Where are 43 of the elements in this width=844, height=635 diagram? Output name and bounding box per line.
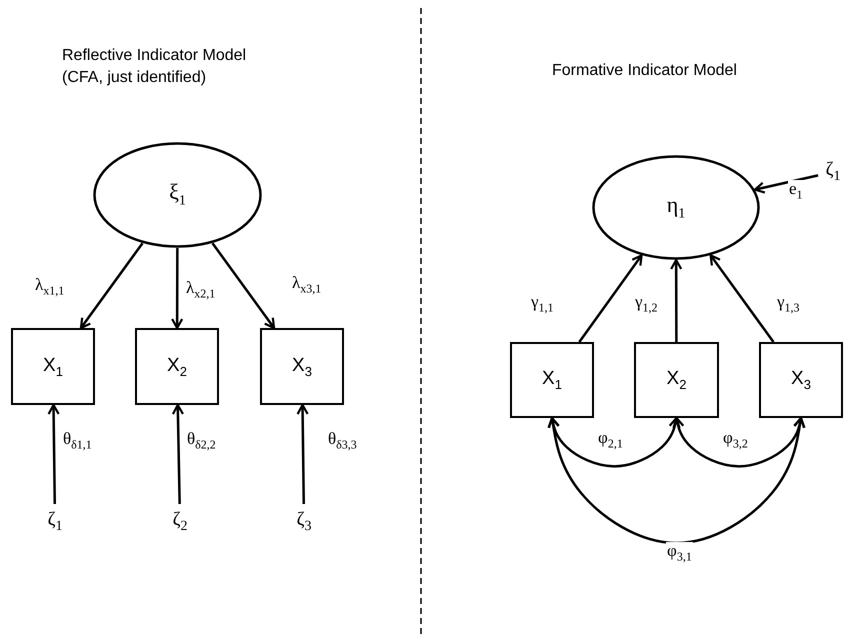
model-heading: (CFA, just identified) [62,68,206,88]
edge-label: λ$_{x3,1}$ [291,274,322,296]
edge-label: θ$_{δ1,1}$ [62,430,93,452]
path-arrow [710,254,774,343]
variable-symbol: ξ$_{1}$ [169,181,186,209]
path-arrow [754,174,818,194]
path-arrow [212,242,276,330]
variable-symbol: X$_{2}$ [167,356,187,378]
error-term-symbol: ζ$_{2}$ [172,510,188,534]
path-arrow [578,254,643,343]
covariance-arrow [547,416,806,544]
path-arrow [171,248,184,330]
error-term-symbol: ζ$_{3}$ [296,510,312,534]
indicator-box [11,328,95,405]
model-heading: Reflective Indicator Model [62,46,246,66]
edge-label: λ$_{x2,1}$ [185,279,216,301]
edge-label: θ$_{δ2,2}$ [186,430,217,452]
edge-label: θ$_{δ3,3}$ [327,430,358,452]
variable-symbol: X$_{1}$ [43,356,63,378]
latent-variable-ellipse [592,155,760,260]
edge-label: φ$_{3,1}$ [666,542,693,564]
indicator-box [135,328,219,405]
path-arrow [48,404,60,504]
path-arrow [80,242,144,330]
error-term-symbol: ζ$_{1}$ [48,510,62,534]
path-arrow [670,258,682,342]
indicator-box [634,342,719,418]
variable-symbol: X$_{1}$ [542,369,562,391]
path-arrow [296,404,309,504]
latent-variable-ellipse [93,142,262,248]
indicator-box [260,328,344,405]
edge-label: λ$_{x1,1}$ [34,276,66,298]
model-heading: Formative Indicator Model [552,61,737,80]
variable-symbol: X$_{2}$ [666,369,686,391]
covariance-arrow [672,416,806,468]
indicator-box [759,342,843,418]
error-term-symbol: ζ$_{1}$ [826,160,840,184]
path-arrow [172,404,184,504]
covariance-arrow [548,416,681,468]
variable-symbol: η$_{1}$ [666,194,686,222]
variable-symbol: X$_{3}$ [292,356,312,378]
indicator-box [510,342,594,418]
variable-symbol: X$_{3}$ [791,369,811,391]
